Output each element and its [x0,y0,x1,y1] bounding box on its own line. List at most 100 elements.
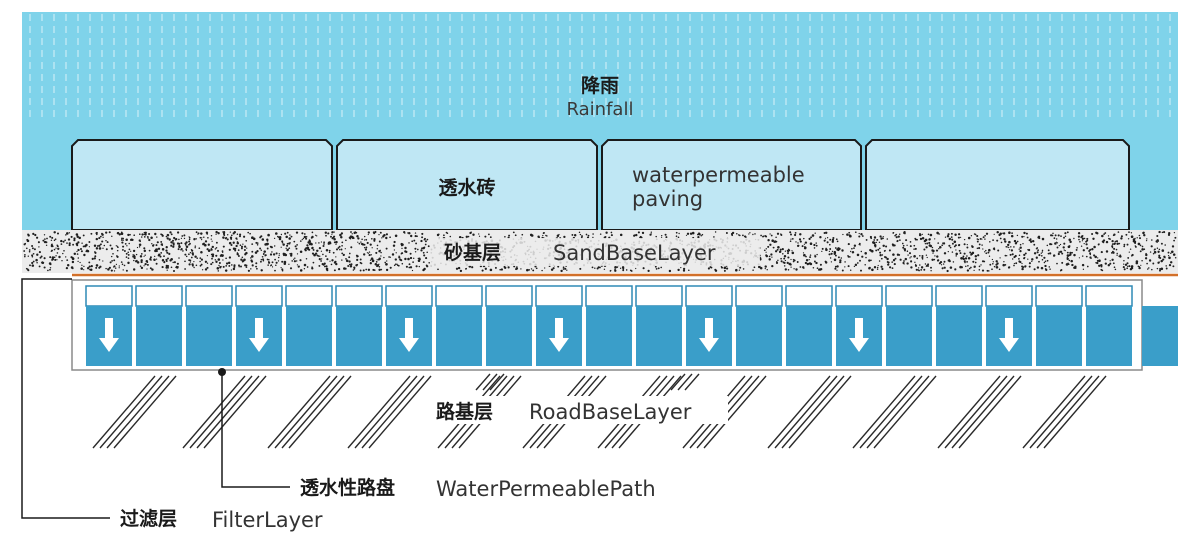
down-arrow-icon [99,318,119,352]
sand-grain [824,260,827,263]
sand-grain [341,241,344,244]
hatch-line [196,375,260,449]
sand-grain [860,269,862,272]
sand-grain [49,235,52,238]
sand-grain [236,252,239,254]
sand-grain [138,239,141,242]
sand-grain [730,232,734,236]
sand-grain [169,231,172,234]
sand-grain [225,262,229,265]
sand-grain [306,244,309,247]
sand-grain [312,261,315,264]
hatch-line [1029,375,1093,449]
sand-grain [378,250,381,253]
sand-grain [914,264,918,267]
sand-grain [214,259,217,261]
sand-grain [256,244,259,246]
sand-grain [1157,250,1160,253]
sand-grain [804,261,808,265]
sand-grain [79,247,83,251]
sand-grain [913,244,916,247]
sand-grain [795,241,797,243]
sand-grain [677,268,680,272]
sand-grain [222,245,225,248]
sand-grain [783,257,786,260]
sand-grain [487,233,490,236]
sand-grain [955,249,957,251]
sand-grain [821,247,824,250]
sand-grain [581,235,583,238]
sand-grain [836,269,838,271]
sand-grain [53,239,56,242]
sand-grain [318,258,321,261]
sand-grain [243,245,247,248]
sand-grain [853,265,856,268]
sand-grain [111,235,113,238]
sand-grain [1102,239,1106,242]
sand-grain [333,231,335,233]
sand-grain [542,234,544,237]
sand-grain [1051,234,1054,237]
sand-grain [1158,254,1161,257]
sand-grain [892,253,895,256]
sand-grain [784,268,787,271]
sand-grain [752,233,754,236]
sand-grain [848,231,851,234]
sand-grain [306,266,309,268]
sand-grain [1130,232,1133,234]
sand-grain [847,255,849,257]
sand-grain [221,250,224,252]
sand-grain [891,261,894,263]
sand-grain [1120,237,1123,240]
sand-grain [128,242,130,245]
sand-grain [738,269,741,271]
sand-grain [907,254,909,256]
sand-grain [116,245,118,247]
sand-grain [1132,238,1136,241]
sand-grain [459,269,463,273]
sand-grain [951,242,954,245]
sand-grain [786,249,789,252]
sand-grain [974,254,978,258]
sand-grain [331,237,334,240]
sand-grain [311,267,314,270]
sand-grain [341,252,344,255]
sand-grain [88,261,91,264]
sand-grain [160,252,163,254]
sand-grain [32,260,35,263]
sand-grain [83,265,85,268]
sand-grain [901,242,904,245]
sand-grain [964,261,966,264]
sand-grain [121,248,124,251]
sand-grain [1049,252,1052,255]
sand-grain [660,236,663,238]
sand-grain [414,251,417,253]
sand-grain [255,262,258,265]
sand-grain [120,239,123,241]
sand-grain [90,264,93,268]
sand-grain [949,246,952,249]
sand-grain [1037,249,1039,252]
sand-grain [133,259,135,262]
sand-grain [1040,252,1042,254]
sand-grain [311,246,314,250]
sand-grain [840,257,843,259]
sand-grain [240,265,242,268]
sand-grain [1023,253,1026,257]
sand-grain [1085,243,1088,246]
sand-grain [1013,264,1015,267]
sand-grain [1161,249,1165,252]
sand-grain [1163,231,1166,234]
sand-grain [286,248,289,252]
sand-label-zh: 砂基层 [444,241,501,264]
sand-grain [766,269,768,271]
sand-grain [920,266,924,269]
sand-grain [1119,255,1122,258]
sand-grain [356,258,359,262]
sand-grain [160,240,163,243]
sand-grain [794,233,797,237]
sand-grain [520,268,522,270]
sand-grain [210,248,213,251]
sand-grain [199,257,202,259]
sand-grain [41,261,45,265]
